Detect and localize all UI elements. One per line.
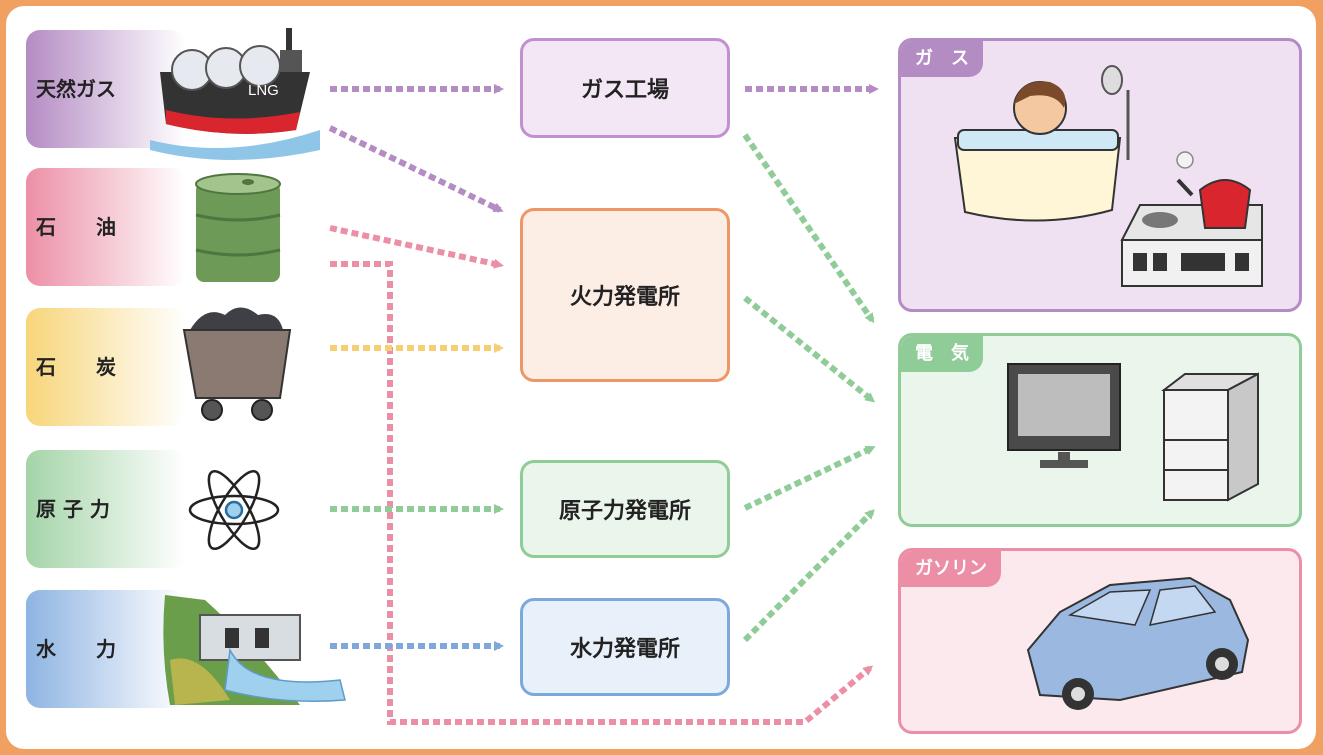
oil-drum-icon: [195, 173, 281, 282]
plant-label: 原子力発電所: [558, 499, 691, 524]
arrow-oil-to-thermal: [329, 225, 504, 269]
source-coal: 石 炭: [26, 308, 186, 426]
stove-kettle-icon: [1120, 151, 1263, 287]
plant-hydro: 水力発電所: [520, 598, 730, 696]
arrow-gas-to-thermal: [328, 125, 504, 213]
plant-label: 水力発電所: [569, 637, 680, 662]
dam-icon: [163, 595, 346, 705]
car-icon: [1026, 576, 1250, 710]
source-nuclear: 原 子 力: [26, 450, 186, 568]
source-oil: 石 油: [26, 168, 186, 286]
atom-icon: [188, 470, 280, 550]
source-hydro: 水 力: [26, 590, 186, 708]
plant-label: 火力発電所: [569, 285, 680, 310]
source-label: 石 炭: [36, 355, 116, 379]
refrigerator-icon: [1161, 372, 1259, 502]
use-tag-gasoline: ガソリン: [901, 551, 1001, 587]
use-tag-gas: ガ ス: [901, 41, 983, 77]
arrow-oil-to-gasoline: [330, 261, 874, 725]
source-label: 水 力: [36, 637, 116, 661]
plant-gas-factory: ガス工場: [520, 38, 730, 138]
tv-icon: [1007, 363, 1121, 468]
arrow-nuclear-to-electricity: [743, 445, 876, 511]
arrow-factory-to-electricity: [742, 133, 875, 324]
source-label: 天然ガス: [36, 77, 116, 101]
arrow-hydro-to-electricity: [742, 509, 875, 643]
plant-thermal: 火力発電所: [520, 208, 730, 382]
use-tag-electricity: 電 気: [901, 336, 983, 372]
coal-cart-icon: [182, 307, 292, 421]
arrow-thermal-to-electricity: [743, 295, 876, 403]
plant-label: ガス工場: [580, 78, 669, 103]
source-label: 原 子 力: [36, 497, 110, 521]
lng-ship-icon: LNG: [150, 28, 320, 160]
plant-nuclear: 原子力発電所: [520, 460, 730, 558]
source-label: 石 油: [36, 215, 116, 239]
source-natural-gas: 天然ガス: [26, 30, 186, 148]
ship-text: LNG: [248, 82, 279, 99]
bathtub-icon: [953, 65, 1130, 222]
